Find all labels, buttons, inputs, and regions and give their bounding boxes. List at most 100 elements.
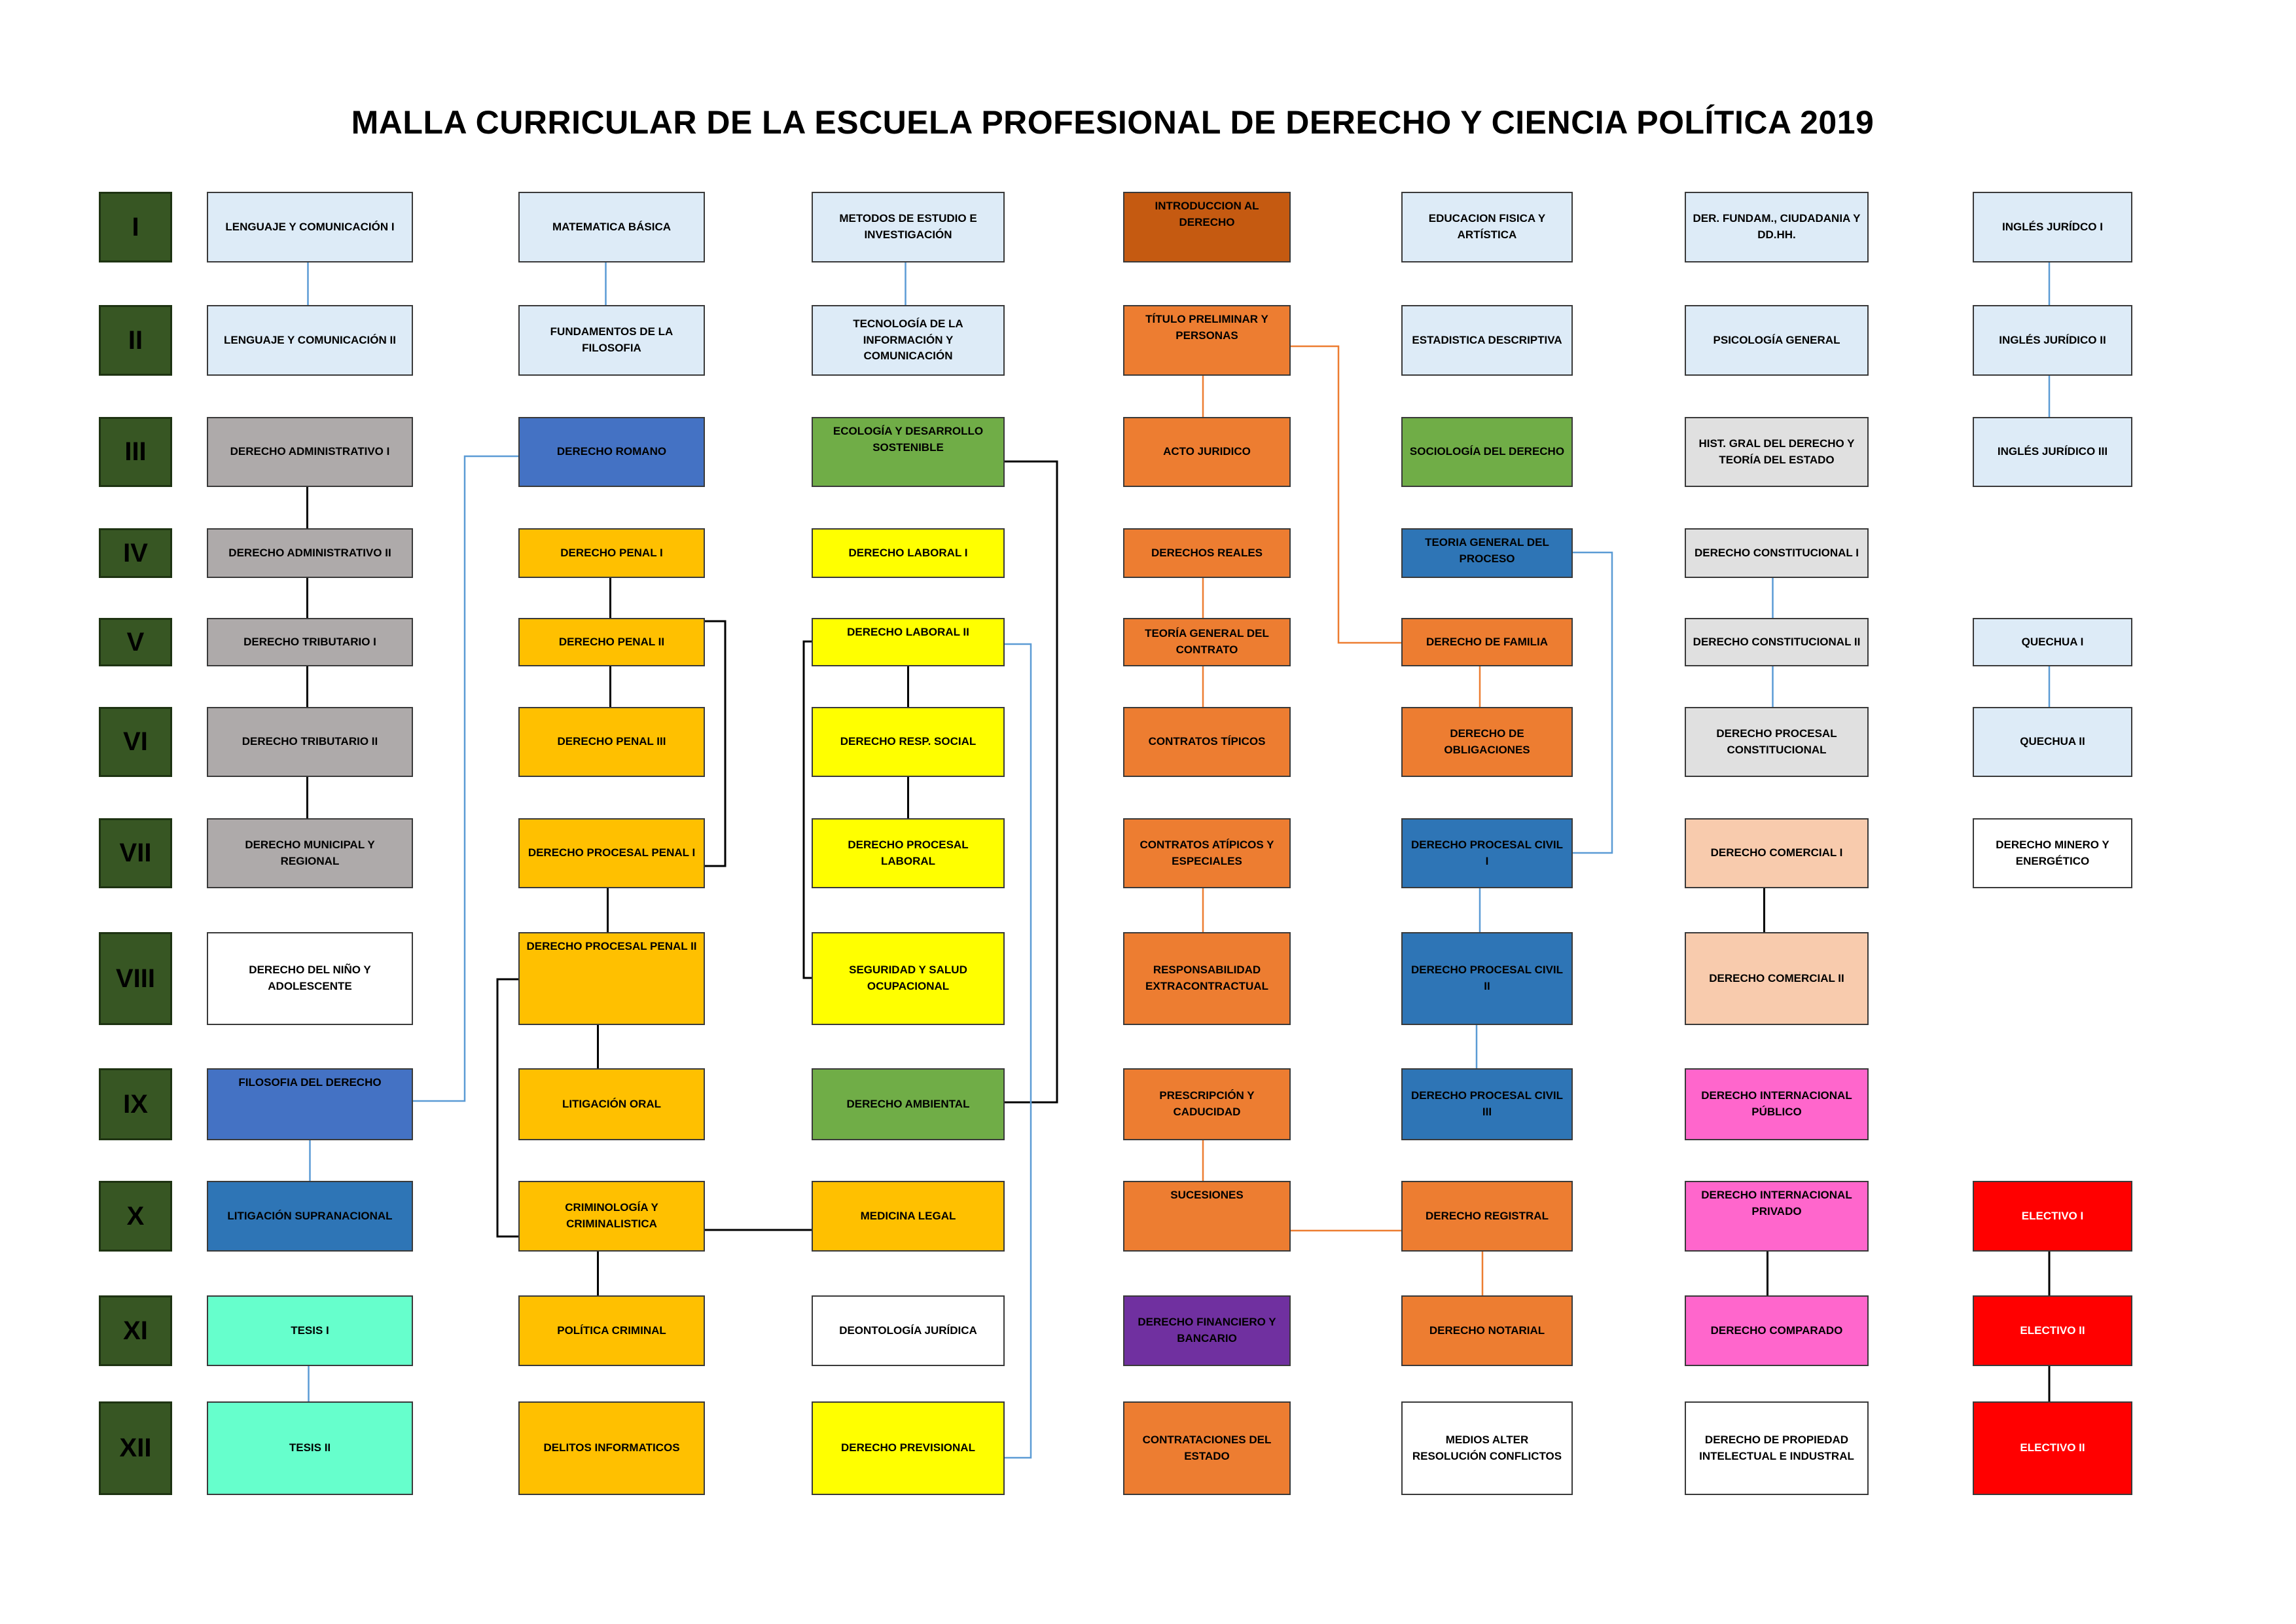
course-previsional[interactable]: DERECHO PREVISIONAL [812,1401,1005,1495]
course-obligaciones[interactable]: DERECHO DE OBLIGACIONES [1401,707,1573,777]
course-penal-1[interactable]: DERECHO PENAL I [518,528,705,578]
course-comercial-1[interactable]: DERECHO COMERCIAL I [1685,818,1869,888]
course-familia[interactable]: DERECHO DE FAMILIA [1401,618,1573,666]
semester-label: III [99,417,172,487]
course-tecnologia[interactable]: TECNOLOGÍA DE LA INFORMACIÓN Y COMUNICAC… [812,305,1005,376]
course-label: DERECHO COMERCIAL I [1710,846,1843,859]
course-label: SUCESIONES [1170,1189,1244,1201]
course-label: DERECHO FINANCIERO Y BANCARIO [1138,1316,1276,1344]
course-proc-penal-1[interactable]: DERECHO PROCESAL PENAL I [518,818,705,888]
course-propiedad-int[interactable]: DERECHO DE PROPIEDAD INTELECTUAL E INDUS… [1685,1401,1869,1495]
course-resp-social[interactable]: DERECHO RESP. SOCIAL [812,707,1005,777]
course-label: ACTO JURIDICO [1163,445,1251,458]
course-seguridad[interactable]: SEGURIDAD Y SALUD OCUPACIONAL [812,932,1005,1025]
course-constitucional-1[interactable]: DERECHO CONSTITUCIONAL I [1685,528,1869,578]
course-reales[interactable]: DERECHOS REALES [1123,528,1291,578]
page-title: MALLA CURRICULAR DE LA ESCUELA PROFESION… [351,104,1874,141]
course-minero[interactable]: DERECHO MINERO Y ENERGÉTICO [1973,818,2132,888]
course-estadistica[interactable]: ESTADISTICA DESCRIPTIVA [1401,305,1573,376]
course-laboral-2[interactable]: DERECHO LABORAL II [812,618,1005,666]
course-ecologia[interactable]: ECOLOGÍA Y DESARROLLO SOSTENIBLE [812,417,1005,487]
course-ed-fisica[interactable]: EDUCACION FISICA Y ARTÍSTICA [1401,192,1573,262]
course-tesis-1[interactable]: TESIS I [207,1295,413,1366]
course-criminologia[interactable]: CRIMINOLOGÍA Y CRIMINALISTICA [518,1181,705,1252]
course-tesis-2[interactable]: TESIS II [207,1401,413,1495]
course-label: DERECHO PROCESAL CIVIL I [1410,838,1564,867]
course-label: DERECHO RESP. SOCIAL [840,735,977,748]
semester-label: I [99,192,172,262]
course-intl-publico[interactable]: DERECHO INTERNACIONAL PÚBLICO [1685,1068,1869,1140]
course-financiero[interactable]: DERECHO FINANCIERO Y BANCARIO [1123,1295,1291,1366]
course-delitos-inf[interactable]: DELITOS INFORMATICOS [518,1401,705,1495]
course-label: INGLÉS JURÍDICO II [1999,333,2106,346]
course-comercial-2[interactable]: DERECHO COMERCIAL II [1685,932,1869,1025]
course-registral[interactable]: DERECHO REGISTRAL [1401,1181,1573,1252]
course-deontologia[interactable]: DEONTOLOGÍA JURÍDICA [812,1295,1005,1366]
course-label: SOCIOLOGÍA DEL DERECHO [1409,445,1565,458]
course-contrataciones[interactable]: CONTRATACIONES DEL ESTADO [1123,1401,1291,1495]
course-teoria-contrato[interactable]: TEORÍA GENERAL DEL CONTRATO [1123,618,1291,666]
course-resp-extra[interactable]: RESPONSABILIDAD EXTRACONTRACTUAL [1123,932,1291,1025]
course-intro-der[interactable]: INTRODUCCION AL DERECHO [1123,192,1291,262]
course-contratos-tip[interactable]: CONTRATOS TÍPICOS [1123,707,1291,777]
course-der-admin-1[interactable]: DERECHO ADMINISTRATIVO I [207,417,413,487]
course-proc-laboral[interactable]: DERECHO PROCESAL LABORAL [812,818,1005,888]
course-notarial[interactable]: DERECHO NOTARIAL [1401,1295,1573,1366]
course-prescripcion[interactable]: PRESCRIPCIÓN Y CADUCIDAD [1123,1068,1291,1140]
course-proc-constitucional[interactable]: DERECHO PROCESAL CONSTITUCIONAL [1685,707,1869,777]
course-teoria-proceso[interactable]: TEORIA GENERAL DEL PROCESO [1401,528,1573,578]
course-ambiental[interactable]: DERECHO AMBIENTAL [812,1068,1005,1140]
course-psicologia[interactable]: PSICOLOGÍA GENERAL [1685,305,1869,376]
course-proc-civil-2[interactable]: DERECHO PROCESAL CIVIL II [1401,932,1573,1025]
course-ingles-3[interactable]: INGLÉS JURÍDICO III [1973,417,2132,487]
course-comparado[interactable]: DERECHO COMPARADO [1685,1295,1869,1366]
course-contratos-atip[interactable]: CONTRATOS ATÍPICOS Y ESPECIALES [1123,818,1291,888]
course-der-romano[interactable]: DERECHO ROMANO [518,417,705,487]
course-medicina[interactable]: MEDICINA LEGAL [812,1181,1005,1252]
course-label: PSICOLOGÍA GENERAL [1713,333,1840,346]
course-electivo-1[interactable]: ELECTIVO I [1973,1181,2132,1252]
course-hist-gral[interactable]: HIST. GRAL DEL DERECHO Y TEORÍA DEL ESTA… [1685,417,1869,487]
course-filosofia-der[interactable]: FILOSOFIA DEL DERECHO [207,1068,413,1140]
course-proc-civil-3[interactable]: DERECHO PROCESAL CIVIL III [1401,1068,1573,1140]
course-titulo-prel[interactable]: TÍTULO PRELIMINAR Y PERSONAS [1123,305,1291,376]
course-intl-privado[interactable]: DERECHO INTERNACIONAL PRIVADO [1685,1181,1869,1252]
course-laboral-1[interactable]: DERECHO LABORAL I [812,528,1005,578]
course-metodos[interactable]: METODOS DE ESTUDIO E INVESTIGACIÓN [812,192,1005,262]
course-label: DERECHO DEL NIÑO Y ADOLESCENTE [249,964,371,992]
course-constitucional-2[interactable]: DERECHO CONSTITUCIONAL II [1685,618,1869,666]
course-der-admin-2[interactable]: DERECHO ADMINISTRATIVO II [207,528,413,578]
course-litigacion-oral[interactable]: LITIGACIÓN ORAL [518,1068,705,1140]
course-der-trib-1[interactable]: DERECHO TRIBUTARIO I [207,618,413,666]
course-label: QUECHUA II [2020,735,2085,748]
course-lenguaje-1[interactable]: LENGUAJE Y COMUNICACIÓN I [207,192,413,262]
course-fund-filosofia[interactable]: FUNDAMENTOS DE LA FILOSOFIA [518,305,705,376]
course-der-fundam[interactable]: DER. FUNDAM., CIUDADANIA Y DD.HH. [1685,192,1869,262]
course-acto-jur[interactable]: ACTO JURIDICO [1123,417,1291,487]
course-der-trib-2[interactable]: DERECHO TRIBUTARIO II [207,707,413,777]
course-politica-criminal[interactable]: POLÍTICA CRIMINAL [518,1295,705,1366]
course-electivo-3[interactable]: ELECTIVO II [1973,1401,2132,1495]
course-der-municipal[interactable]: DERECHO MUNICIPAL Y REGIONAL [207,818,413,888]
course-penal-3[interactable]: DERECHO PENAL III [518,707,705,777]
course-matematica[interactable]: MATEMATICA BÁSICA [518,192,705,262]
course-litigacion-supra[interactable]: LITIGACIÓN SUPRANACIONAL [207,1181,413,1252]
course-sucesiones[interactable]: SUCESIONES [1123,1181,1291,1252]
course-quechua-1[interactable]: QUECHUA I [1973,618,2132,666]
course-lenguaje-2[interactable]: LENGUAJE Y COMUNICACIÓN II [207,305,413,376]
course-penal-2[interactable]: DERECHO PENAL II [518,618,705,666]
semester-label: IX [99,1068,172,1140]
course-proc-penal-2[interactable]: DERECHO PROCESAL PENAL II [518,932,705,1025]
course-sociologia[interactable]: SOCIOLOGÍA DEL DERECHO [1401,417,1573,487]
course-label: TESIS II [289,1441,331,1454]
course-quechua-2[interactable]: QUECHUA II [1973,707,2132,777]
course-der-nino[interactable]: DERECHO DEL NIÑO Y ADOLESCENTE [207,932,413,1025]
course-label: PRESCRIPCIÓN Y CADUCIDAD [1159,1089,1255,1118]
course-ingles-1[interactable]: INGLÉS JURÍDCO I [1973,192,2132,262]
course-medios-alter[interactable]: MEDIOS ALTER RESOLUCIÓN CONFLICTOS [1401,1401,1573,1495]
course-label: DERECHO INTERNACIONAL PRIVADO [1701,1189,1852,1218]
course-ingles-2[interactable]: INGLÉS JURÍDICO II [1973,305,2132,376]
course-proc-civil-1[interactable]: DERECHO PROCESAL CIVIL I [1401,818,1573,888]
course-electivo-2[interactable]: ELECTIVO II [1973,1295,2132,1366]
